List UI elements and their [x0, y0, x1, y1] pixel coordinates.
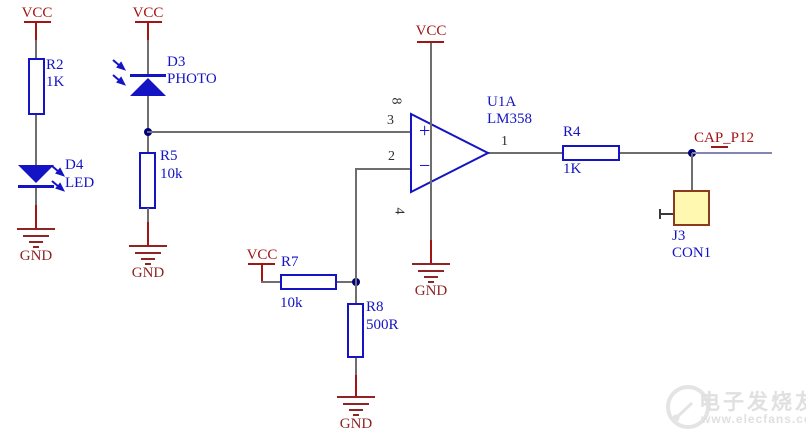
resistor-r2 [28, 58, 45, 115]
gnd-symbol [145, 263, 151, 265]
vcc-label: VCC [246, 247, 278, 263]
wire [147, 222, 149, 246]
wire-inv-input [355, 168, 412, 170]
wire [355, 358, 357, 375]
connector-pin-tick [659, 209, 661, 219]
gnd-symbol [418, 270, 444, 272]
component-value: 10k [160, 166, 183, 182]
gnd-symbol [337, 396, 375, 398]
gnd-symbol [353, 414, 359, 416]
wire-vplus-rail [430, 43, 432, 240]
wire [430, 240, 432, 263]
pin-number-8: 8 [388, 97, 404, 105]
vcc-bar [417, 41, 444, 43]
gnd-symbol [412, 263, 450, 265]
pin-number-1: 1 [501, 134, 508, 149]
component-value: 10k [280, 295, 303, 311]
component-value: CON1 [672, 245, 712, 261]
component-ref: D4 [65, 157, 84, 173]
gnd-symbol [428, 281, 434, 283]
led-diode-symbol [18, 165, 54, 188]
wire [261, 265, 263, 282]
component-value: 1K [563, 161, 582, 177]
photodiode-symbol [130, 74, 166, 96]
opamp-minus-sign: − [419, 155, 431, 177]
gnd-symbol [349, 409, 363, 411]
led-emission-arrows-icon [51, 165, 66, 192]
wire [35, 23, 37, 40]
component-ref: D3 [167, 54, 186, 70]
vcc-bar [248, 263, 275, 265]
component-ref: J3 [672, 228, 686, 244]
wire [147, 96, 149, 154]
wire-noninv-input [147, 131, 413, 133]
component-value: LED [65, 175, 95, 191]
component-ref: U1A [487, 94, 517, 110]
wire [35, 115, 37, 165]
vcc-label: VCC [415, 23, 447, 39]
wire [261, 281, 281, 283]
gnd-symbol [424, 276, 438, 278]
vcc-label: VCC [132, 5, 164, 21]
resistor-r5 [139, 152, 156, 209]
pin-number-4: 4 [391, 207, 407, 215]
wire [147, 208, 149, 222]
pin-number-2: 2 [388, 149, 395, 164]
wire [35, 187, 37, 205]
wire [691, 153, 693, 190]
gnd-symbol [129, 245, 167, 247]
connector-pin [660, 213, 673, 215]
wire [355, 375, 357, 397]
gnd-symbol [141, 258, 155, 260]
elecfans-logo-icon [666, 385, 710, 429]
wire [620, 152, 692, 154]
wire-net-cap-p12 [692, 152, 772, 154]
pin-number-3: 3 [387, 113, 394, 128]
vcc-label: VCC [21, 5, 53, 21]
component-value: PHOTO [167, 71, 217, 87]
opamp-plus-sign: + [419, 120, 431, 142]
wire-inv-riser [355, 168, 357, 303]
net-label-mark [711, 146, 728, 148]
gnd-label: GND [414, 283, 448, 299]
wire-output [487, 152, 562, 154]
component-value: LM358 [487, 111, 532, 127]
gnd-label: GND [19, 248, 53, 264]
component-ref: R2 [46, 57, 64, 73]
gnd-symbol [135, 252, 161, 254]
resistor-r8 [347, 303, 364, 358]
gnd-symbol [33, 246, 39, 248]
gnd-symbol [23, 235, 49, 237]
gnd-symbol [29, 241, 43, 243]
vcc-bar [24, 21, 51, 23]
photodiode-light-arrows-icon [112, 59, 127, 86]
wire [147, 23, 149, 40]
watermark-site-url: www.elecfans.com [701, 412, 806, 426]
component-ref: R7 [281, 254, 299, 270]
gnd-symbol [17, 228, 55, 230]
gnd-label: GND [131, 265, 165, 281]
component-value: 1K [46, 74, 65, 90]
wire [337, 281, 356, 283]
component-value: 500R [366, 317, 399, 333]
wire [35, 40, 37, 58]
watermark-site-name: 电子发烧友 [699, 391, 806, 414]
wire [35, 205, 37, 228]
component-ref: R5 [160, 148, 178, 164]
component-ref: R8 [366, 299, 384, 315]
net-label-cap-p12: CAP_P12 [694, 130, 755, 146]
connector-j3-body [673, 190, 710, 226]
wire [147, 40, 149, 75]
component-ref: R4 [563, 124, 581, 140]
resistor-r7 [280, 274, 337, 290]
vcc-bar [135, 21, 162, 23]
gnd-symbol [343, 403, 369, 405]
gnd-label: GND [339, 416, 373, 432]
resistor-r4 [562, 145, 620, 161]
